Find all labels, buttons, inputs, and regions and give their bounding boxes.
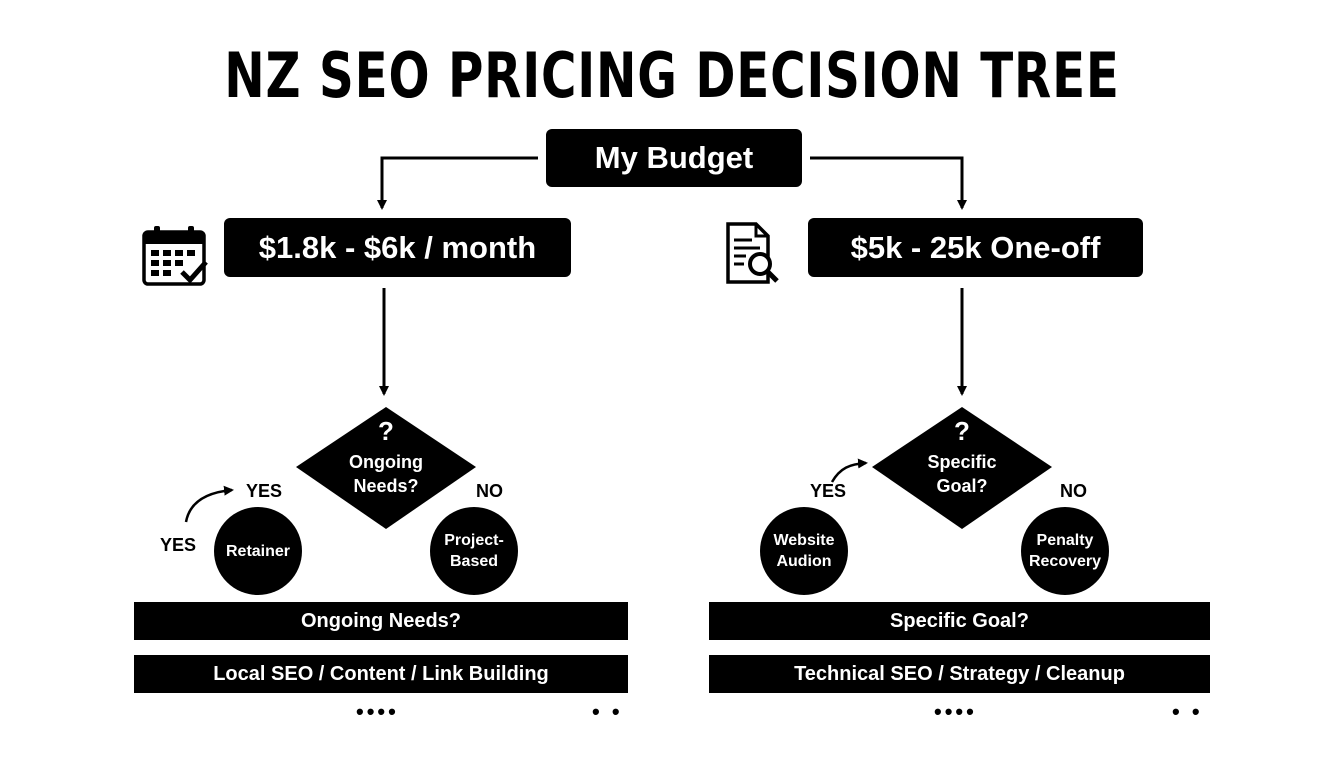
right-services-bar: Technical SEO / Strategy / Cleanup (709, 655, 1210, 693)
no-label-right: NO (1060, 481, 1087, 501)
ellipsis-dots-left-a: •••• (356, 699, 399, 724)
ellipsis-dots-left-b: • • (592, 699, 623, 724)
outcome-penalty-recovery: Penalty Recovery (1021, 507, 1109, 595)
decision-question-left: Ongoing Needs? (349, 452, 423, 496)
yes-label-right: YES (810, 481, 847, 501)
yes-curve-arrow-left (184, 485, 234, 523)
ellipsis-dots-right-a: •••• (934, 699, 977, 724)
outcome-retainer: Retainer (214, 507, 302, 595)
ellipsis-dots-right-b: • • (1172, 699, 1203, 724)
page-title: NZ SEO PRICING DECISION TREE (224, 39, 1120, 112)
root-node-budget: My Budget (546, 129, 802, 187)
no-label-left: NO (476, 481, 503, 501)
right-summary-bar: Specific Goal? (709, 602, 1210, 640)
outcome-website-audit: Website Audion (760, 507, 848, 595)
document-search-icon (726, 222, 779, 284)
yes-label-left-secondary: YES (160, 535, 197, 555)
decision-diamond-right (872, 407, 1052, 529)
question-mark-right: ? (954, 416, 970, 446)
yes-label-left: YES (246, 481, 283, 501)
outcome-project-based: Project-Based (430, 507, 518, 595)
one-off-budget-node: $5k - 25k One-off (808, 218, 1143, 277)
calendar-check-icon (142, 226, 208, 286)
connector-root-left (377, 156, 538, 210)
monthly-budget-node: $1.8k - $6k / month (224, 218, 571, 277)
connector-root-right (810, 156, 967, 210)
left-services-bar: Local SEO / Content / Link Building (134, 655, 628, 693)
question-mark-left: ? (378, 416, 394, 446)
left-summary-bar: Ongoing Needs? (134, 602, 628, 640)
yes-curve-arrow-right (830, 458, 868, 483)
decision-question-right: Specific Goal? (927, 452, 997, 496)
decision-diamond-left (296, 407, 476, 529)
